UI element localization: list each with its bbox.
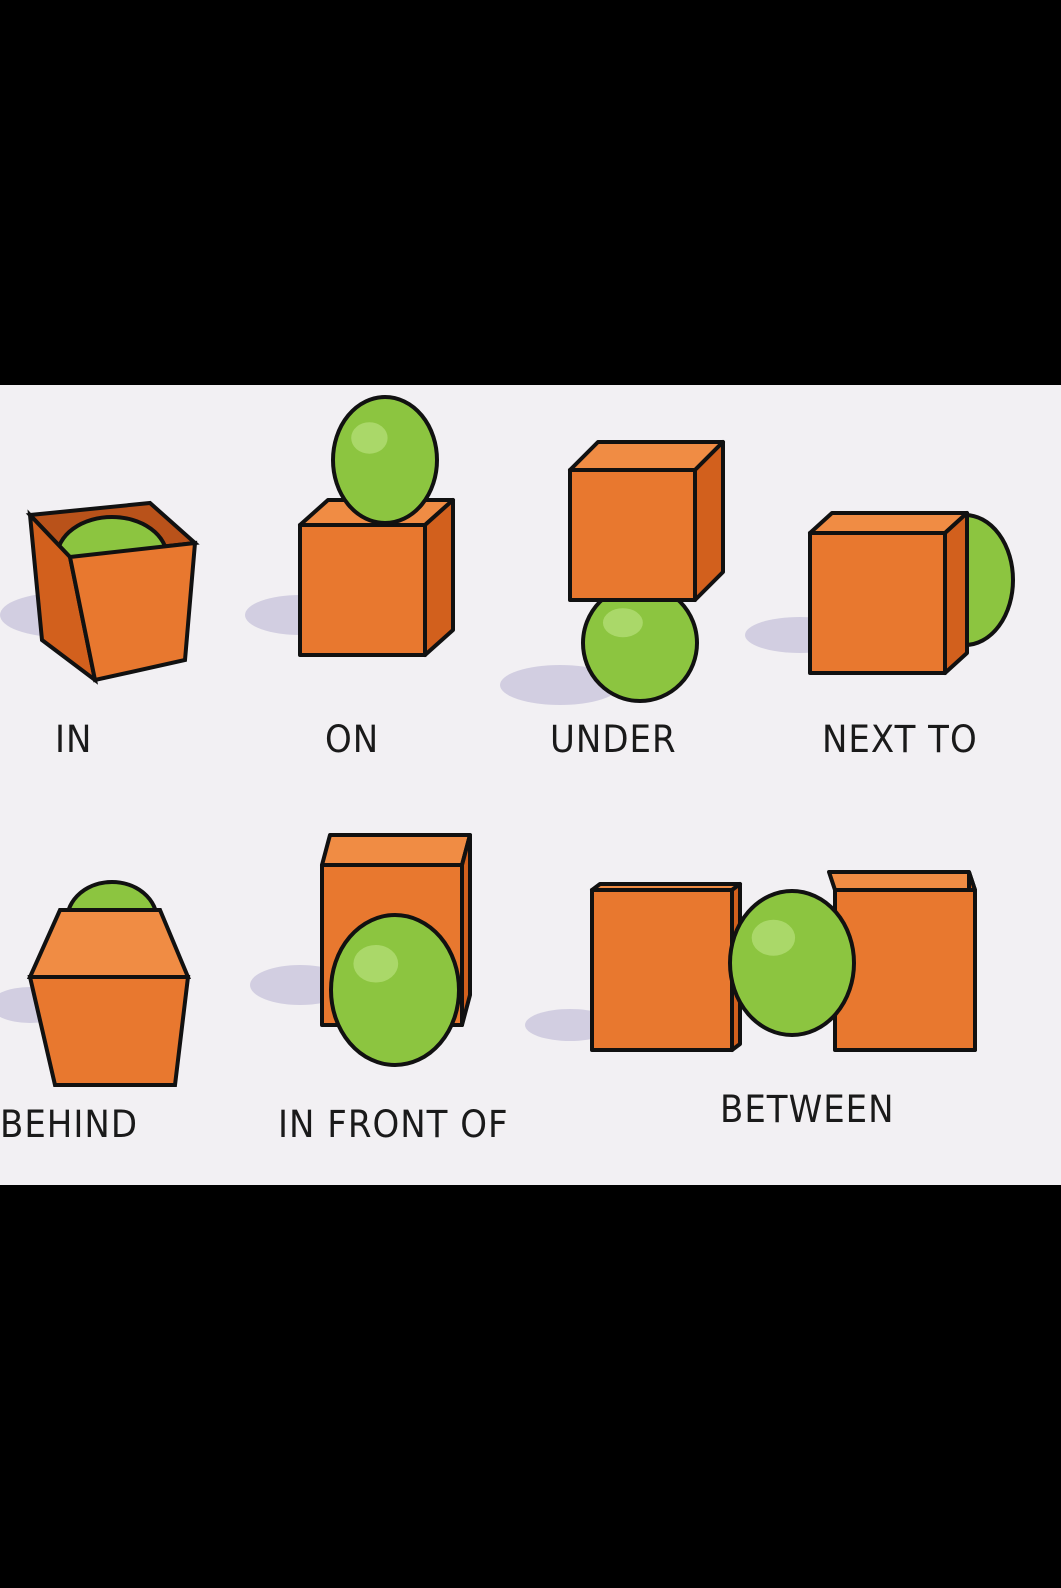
box-side-face bbox=[943, 511, 969, 675]
ball bbox=[728, 889, 856, 1037]
illustration-canvas bbox=[0, 395, 1015, 1087]
prepositions-illustration: IN ON UNDER NEXT TO BEHIND IN FRONT OF B… bbox=[0, 385, 1061, 1185]
label-behind: BEHIND bbox=[0, 1103, 139, 1147]
label-in: IN bbox=[55, 718, 93, 762]
ball-highlight bbox=[751, 919, 796, 956]
box-front-face bbox=[808, 531, 947, 675]
box-top-face bbox=[827, 870, 977, 892]
box-front-face bbox=[67, 540, 198, 683]
label-under: UNDER bbox=[550, 718, 677, 762]
box-front-face bbox=[298, 523, 427, 657]
box-front-face bbox=[568, 468, 697, 602]
box-side-face bbox=[423, 498, 455, 657]
box-front-face bbox=[590, 888, 734, 1052]
label-next-to: NEXT TO bbox=[822, 718, 978, 762]
ball bbox=[329, 913, 461, 1067]
box-side-face bbox=[693, 440, 725, 602]
box-top-face bbox=[808, 511, 969, 535]
ball-highlight bbox=[602, 608, 643, 638]
label-between: BETWEEN bbox=[720, 1088, 895, 1132]
label-on: ON bbox=[325, 718, 380, 762]
ball-highlight bbox=[351, 422, 388, 454]
box-top-face bbox=[320, 833, 472, 867]
box-top-face bbox=[26, 908, 192, 979]
ball-highlight bbox=[353, 945, 399, 983]
box-front-face bbox=[27, 975, 191, 1087]
ball bbox=[581, 583, 699, 703]
ball bbox=[331, 395, 439, 525]
box-front-face bbox=[833, 888, 977, 1052]
label-in-front-of: IN FRONT OF bbox=[278, 1103, 509, 1147]
